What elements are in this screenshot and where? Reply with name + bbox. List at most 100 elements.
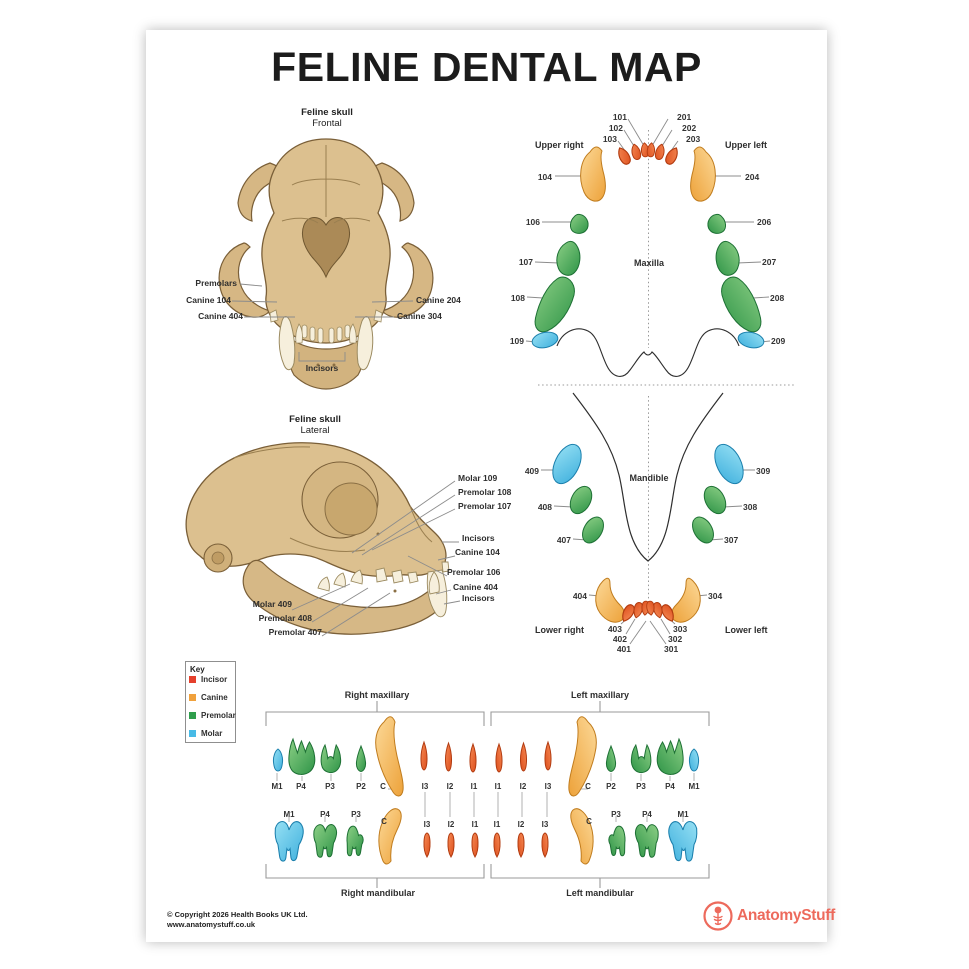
tooth-number-109: 109 — [509, 336, 524, 346]
tooth-label-md-left-i1: I1 — [493, 820, 501, 829]
tooth-label-max-left-i1: I1 — [494, 782, 502, 791]
copyright-text: © Copyright 2026 Health Books UK Ltd. — [167, 910, 308, 919]
cat-skull-front-icon — [218, 138, 434, 390]
tooth-label-max-left-p4: P4 — [665, 782, 675, 791]
lateral-skull-illustration — [185, 442, 461, 637]
tooth-number-409: 409 — [524, 466, 539, 476]
quadrant-label-upper-left: Upper left — [725, 140, 768, 150]
frontal-label-canine-204: Canine 204 — [416, 295, 461, 305]
frontal-skull-heading: Feline skull — [301, 107, 353, 118]
lateral-label-premolar-407: Premolar 407 — [268, 627, 322, 637]
tooth-number-303: 303 — [673, 624, 688, 634]
anatomystuff-logo-icon — [703, 901, 733, 931]
lateral-label-incisors-lower: Incisors — [462, 593, 495, 603]
lateral-label-incisors-upper: Incisors — [462, 533, 495, 543]
frontal-skull-illustration — [218, 138, 434, 390]
tooth-number-201: 201 — [677, 112, 692, 122]
tooth-number-403: 403 — [607, 624, 622, 634]
tooth-label-max-right-p2: P2 — [356, 782, 366, 791]
tooth-label-max-left-m1: M1 — [688, 782, 700, 791]
chart-brackets — [265, 701, 710, 888]
tooth-number-101: 101 — [612, 112, 627, 122]
lateral-label-premolar-108: Premolar 108 — [458, 487, 512, 497]
tooth-label-md-right-i1: I1 — [471, 820, 479, 829]
key-label-premolar: Premolar — [201, 711, 236, 720]
molar-color-swatch — [189, 730, 196, 737]
tooth-label-md-left-i2: I2 — [517, 820, 525, 829]
tooth-label-md-left-p4: P4 — [642, 810, 652, 819]
dental-map-panel — [525, 118, 795, 645]
key-legend: Key Incisor Canine Premolar Molar — [185, 661, 236, 743]
chart-leader-lines — [276, 773, 695, 827]
tooth-label-max-right-m1: M1 — [271, 782, 283, 791]
frontal-label-premolars: Premolars — [195, 278, 237, 288]
section-label-right-mandibular: Right mandibular — [341, 888, 415, 898]
tooth-chart-figure — [265, 701, 710, 888]
key-label-canine: Canine — [201, 693, 228, 702]
tooth-number-407: 407 — [556, 535, 571, 545]
tooth-number-408: 408 — [537, 502, 552, 512]
section-label-left-maxillary: Left maxillary — [570, 690, 630, 700]
tooth-number-207: 207 — [762, 257, 777, 267]
lateral-label-molar-409: Molar 409 — [252, 599, 292, 609]
tooth-label-max-left-i3: I3 — [544, 782, 552, 791]
anatomystuff-logo: AnatomyStuff — [702, 899, 835, 933]
tooth-number-104: 104 — [537, 172, 552, 182]
lateral-label-premolar-408: Premolar 408 — [258, 613, 312, 623]
tooth-number-202: 202 — [682, 123, 697, 133]
mandible-label: Mandible — [629, 473, 669, 483]
maxilla-label: Maxilla — [633, 258, 664, 268]
lateral-skull-heading: Feline skull — [289, 414, 341, 425]
key-label-molar: Molar — [201, 729, 223, 738]
lateral-leader-lines — [291, 480, 461, 637]
tooth-number-307: 307 — [724, 535, 739, 545]
tooth-label-md-right-i2: I2 — [447, 820, 455, 829]
key-label-incisor: Incisor — [201, 675, 228, 684]
tooth-number-208: 208 — [770, 293, 785, 303]
brand-name: AnatomyStuff — [737, 907, 836, 924]
tooth-label-md-right-p4: P4 — [320, 810, 330, 819]
quadrant-label-lower-right: Lower right — [535, 625, 584, 635]
tooth-label-md-right-c: C — [381, 817, 387, 826]
tooth-label-max-right-i2: I2 — [446, 782, 454, 791]
tooth-number-209: 209 — [771, 336, 786, 346]
tooth-label-md-right-p3: P3 — [351, 810, 361, 819]
mandible-outline — [572, 392, 724, 562]
quadrant-label-lower-left: Lower left — [725, 625, 768, 635]
tooth-number-107: 107 — [518, 257, 533, 267]
lateral-label-canine-104: Canine 104 — [455, 547, 500, 557]
tooth-label-max-left-c: C — [585, 782, 591, 791]
tooth-label-md-right-i3: I3 — [423, 820, 431, 829]
lateral-label-premolar-106: Premolar 106 — [447, 567, 501, 577]
tooth-number-302: 302 — [668, 634, 683, 644]
section-label-right-maxillary: Right maxillary — [344, 690, 410, 700]
midline-dotted — [538, 130, 795, 614]
tooth-number-308: 308 — [743, 502, 758, 512]
tooth-label-max-right-p3: P3 — [325, 782, 335, 791]
tooth-number-402: 402 — [612, 634, 627, 644]
tooth-number-103: 103 — [602, 134, 617, 144]
tooth-number-203: 203 — [686, 134, 701, 144]
tooth-number-102: 102 — [608, 123, 623, 133]
website-text: www.anatomystuff.co.uk — [167, 920, 256, 929]
frontal-label-canine-304: Canine 304 — [397, 311, 442, 321]
tooth-label-max-left-p2: P2 — [606, 782, 616, 791]
canine-color-swatch — [189, 694, 196, 701]
tooth-label-max-left-i2: I2 — [519, 782, 527, 791]
tooth-label-md-left-i3: I3 — [541, 820, 549, 829]
tooth-label-max-right-i1: I1 — [470, 782, 478, 791]
tooth-label-max-right-p4: P4 — [296, 782, 306, 791]
tooth-number-401: 401 — [616, 644, 631, 654]
frontal-label-canine-404: Canine 404 — [198, 311, 243, 321]
tooth-number-108: 108 — [510, 293, 525, 303]
tooth-number-304: 304 — [708, 591, 723, 601]
tooth-number-309: 309 — [756, 466, 771, 476]
tooth-label-md-left-c: C — [586, 817, 592, 826]
frontal-leader-lines — [231, 283, 414, 362]
section-label-left-mandibular: Left mandibular — [566, 888, 634, 898]
tooth-number-206: 206 — [757, 217, 772, 227]
tooth-label-max-right-c: C — [380, 782, 386, 791]
premolar-color-swatch — [189, 712, 196, 719]
mandibular-teeth-row — [275, 809, 697, 864]
tooth-label-md-left-m1: M1 — [677, 810, 689, 819]
